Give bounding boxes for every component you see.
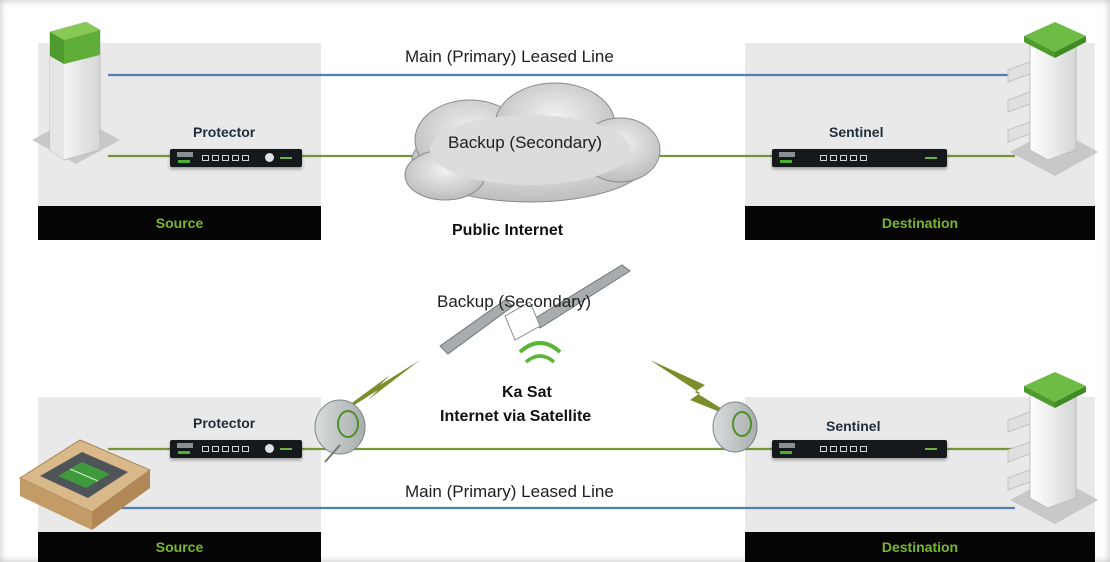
sentinel-device-top [772,149,947,167]
protector-label-top: Protector [193,124,256,140]
bottom-backup-line-label: Backup (Secondary) [437,292,592,311]
destination-building-bottom [1007,372,1098,524]
protector-device-top [170,149,302,167]
satellite-subtitle: Internet via Satellite [440,408,592,425]
protector-device-bottom [170,440,302,458]
stadium [18,439,152,530]
destination-bar-top: Destination [745,206,1095,240]
left-dish [314,399,366,463]
cloud [404,82,661,203]
source-building-top [32,21,120,164]
destination-building-top [1007,22,1098,176]
sentinel-device-bottom [772,440,947,458]
bottom-primary-line-label: Main (Primary) Leased Line [405,482,614,501]
right-dish [712,401,758,453]
sentinel-label-top: Sentinel [829,124,884,140]
top-backup-line-label: Backup (Secondary) [448,133,603,152]
satellite-title: Ka Sat [502,384,552,401]
source-bar-bottom: Source [38,532,321,562]
satellite [439,264,631,364]
sentinel-label-bottom: Sentinel [826,418,881,434]
source-bar-top: Source [38,206,321,240]
protector-label-bottom: Protector [193,415,256,431]
destination-bar-bottom: Destination [745,532,1095,562]
cloud-label: Public Internet [452,222,564,239]
top-primary-line-label: Main (Primary) Leased Line [405,47,614,66]
